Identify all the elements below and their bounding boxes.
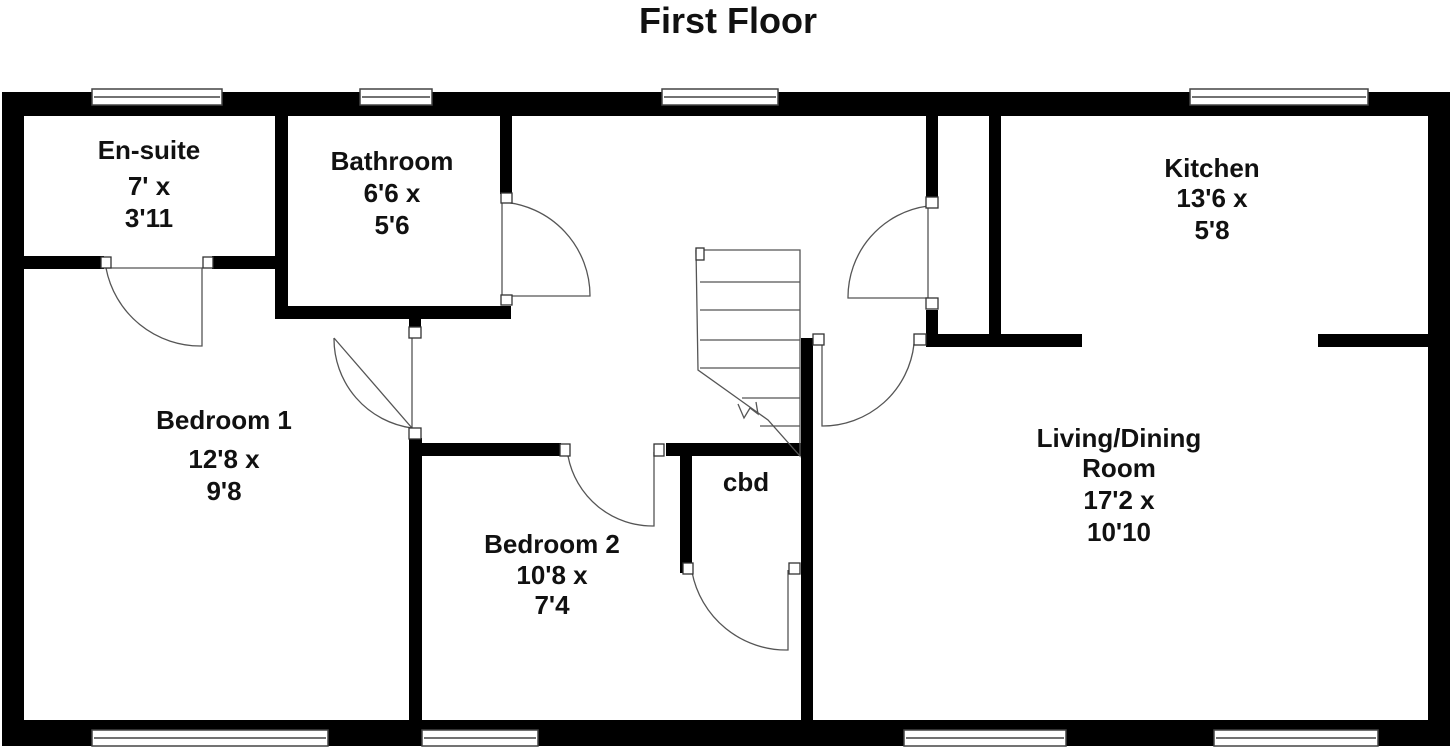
door-cupboard bbox=[682, 562, 801, 651]
door-ensuite bbox=[100, 256, 214, 347]
room-dimension: 6'6 x bbox=[364, 178, 421, 208]
window-living-right bbox=[1213, 729, 1379, 747]
room-name: Living/Dining bbox=[1037, 423, 1202, 453]
room-dimension: 12'8 x bbox=[188, 444, 260, 474]
room-name: En-suite bbox=[98, 135, 201, 165]
window-bedroom2 bbox=[421, 729, 539, 747]
room-dimension: 7' x bbox=[128, 171, 171, 201]
door-bedroom2 bbox=[559, 443, 665, 527]
window-living-left bbox=[903, 729, 1067, 747]
page-title: First Floor bbox=[639, 0, 817, 41]
room-dimension: 10'8 x bbox=[516, 560, 588, 590]
room-name: Bathroom bbox=[331, 146, 454, 176]
room-dimension: 5'6 bbox=[374, 210, 409, 240]
door-bedroom1 bbox=[333, 326, 422, 440]
room-dimension: 10'10 bbox=[1087, 517, 1151, 547]
windows bbox=[91, 88, 1379, 747]
room-dimension: 17'2 x bbox=[1083, 485, 1155, 515]
interior-walls bbox=[24, 116, 1428, 722]
room-dimension: 9'8 bbox=[206, 476, 241, 506]
room-dimension: 5'8 bbox=[1194, 215, 1229, 245]
room-name: Room bbox=[1082, 453, 1156, 483]
window-bedroom1 bbox=[91, 729, 329, 747]
room-dimension: 3'11 bbox=[125, 203, 173, 233]
door-living bbox=[812, 333, 927, 427]
room-ensuite: En-suite 7' x 3'11 bbox=[98, 135, 201, 233]
room-bathroom: Bathroom 6'6 x 5'6 bbox=[331, 146, 454, 240]
window-kitchen bbox=[1189, 88, 1369, 106]
staircase bbox=[695, 247, 801, 458]
window-ensuite bbox=[91, 88, 223, 106]
room-bedroom1: Bedroom 1 12'8 x 9'8 bbox=[156, 405, 292, 506]
room-dimension: 13'6 x bbox=[1176, 183, 1248, 213]
room-living-dining: Living/Dining Room 17'2 x 10'10 bbox=[1037, 423, 1202, 547]
door-bathroom bbox=[500, 192, 591, 306]
room-cupboard: cbd bbox=[723, 467, 769, 497]
room-name: cbd bbox=[723, 467, 769, 497]
room-dimension: 7'4 bbox=[534, 590, 570, 620]
room-name: Bedroom 2 bbox=[484, 529, 620, 559]
room-name: Kitchen bbox=[1164, 153, 1259, 183]
room-kitchen: Kitchen 13'6 x 5'8 bbox=[1164, 153, 1259, 245]
window-bathroom bbox=[359, 88, 433, 106]
room-name: Bedroom 1 bbox=[156, 405, 292, 435]
door-kitchen bbox=[847, 196, 939, 310]
window-hall bbox=[661, 88, 779, 106]
doors bbox=[100, 192, 939, 651]
room-bedroom2: Bedroom 2 10'8 x 7'4 bbox=[484, 529, 620, 620]
